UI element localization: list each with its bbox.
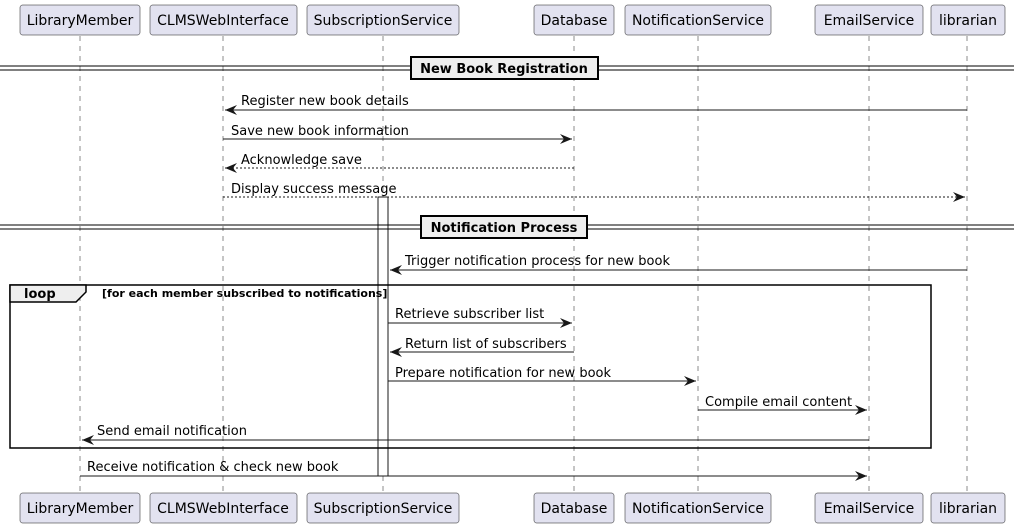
message-label: Send email notification (97, 424, 247, 439)
participant-label: SubscriptionService (314, 501, 453, 517)
participant-label: Database (541, 501, 608, 517)
participant-label: NotificationService (632, 13, 764, 29)
participant-label: NotificationService (632, 501, 764, 517)
divider-notification-process: Notification Process (0, 215, 1014, 239)
participant-clms-web-interface[interactable]: CLMSWebInterface (149, 492, 298, 524)
loop-guard: [for each member subscribed to notificat… (102, 287, 387, 300)
loop-label-tab (9, 284, 87, 303)
participant-label: LibraryMember (27, 501, 134, 517)
divider-label: Notification Process (431, 221, 578, 236)
participant-label: librarian (939, 501, 997, 517)
participant-library-member[interactable]: LibraryMember (19, 4, 141, 36)
participant-label: CLMSWebInterface (157, 13, 289, 29)
message-label: Acknowledge save (241, 153, 362, 168)
divider-box (410, 56, 599, 80)
participant-label: EmailService (824, 13, 915, 29)
message-label: Receive notification & check new book (87, 460, 339, 475)
participant-database[interactable]: Database (533, 492, 615, 524)
message-label: Prepare notification for new book (395, 366, 611, 381)
participant-database[interactable]: Database (533, 4, 615, 36)
participant-label: SubscriptionService (314, 13, 453, 29)
participant-librarian[interactable]: librarian (930, 492, 1006, 524)
participants-top: LibraryMember CLMSWebInterface Subscript… (19, 4, 1006, 36)
participant-notification-service[interactable]: NotificationService (624, 492, 772, 524)
participant-label: EmailService (824, 501, 915, 517)
participant-subscription-service[interactable]: SubscriptionService (306, 4, 460, 36)
message-label: Retrieve subscriber list (395, 307, 544, 322)
participant-label: LibraryMember (27, 13, 134, 29)
participant-notification-service[interactable]: NotificationService (624, 4, 772, 36)
participant-label: librarian (939, 13, 997, 29)
participant-clms-web-interface[interactable]: CLMSWebInterface (149, 4, 298, 36)
participant-email-service[interactable]: EmailService (814, 492, 924, 524)
participant-subscription-service[interactable]: SubscriptionService (306, 492, 460, 524)
message-label: Trigger notification process for new boo… (404, 254, 670, 269)
loop-frame (9, 284, 932, 449)
participant-label: CLMSWebInterface (157, 501, 289, 517)
participant-library-member[interactable]: LibraryMember (19, 492, 141, 524)
message-label: Display success message (231, 182, 396, 197)
activation-bar (377, 196, 389, 477)
divider-new-book-registration: New Book Registration (0, 56, 1014, 80)
loop-fragment: loop [for each member subscribed to noti… (9, 284, 932, 449)
messages: Register new book details Save new book … (80, 94, 967, 481)
message-label: Return list of subscribers (405, 337, 567, 352)
participant-label: Database (541, 13, 608, 29)
participants-bottom: LibraryMember CLMSWebInterface Subscript… (19, 492, 1006, 524)
divider-label: New Book Registration (420, 62, 588, 77)
message-label: Register new book details (241, 94, 409, 109)
message-label: Save new book information (231, 124, 409, 139)
participant-librarian[interactable]: librarian (930, 4, 1006, 36)
participant-email-service[interactable]: EmailService (814, 4, 924, 36)
message-label: Compile email content (705, 395, 852, 410)
divider-box (420, 215, 588, 239)
loop-keyword: loop (24, 287, 56, 302)
